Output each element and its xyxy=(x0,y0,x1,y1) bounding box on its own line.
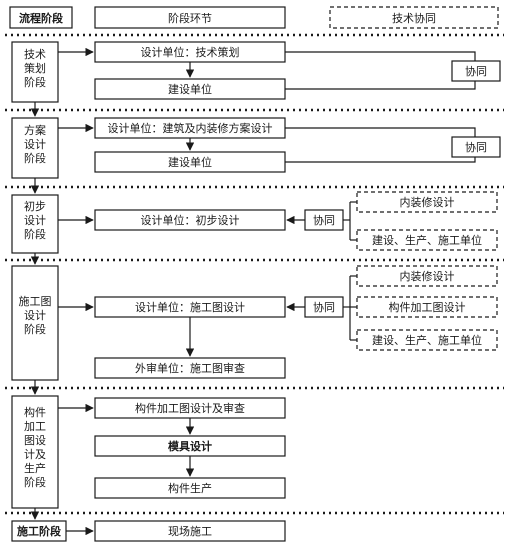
step-label-cd-design: 设计单位：施工图设计 xyxy=(135,300,245,314)
header-stage-box xyxy=(9,6,73,29)
header-step-box xyxy=(94,6,286,29)
collab-box-planning xyxy=(451,60,501,82)
stage-label-construction-drawing: 施工图设计阶段 xyxy=(19,295,52,336)
collab-label-planning: 协同 xyxy=(465,64,487,78)
stage-label-prelim: 初步设计阶段 xyxy=(24,199,46,241)
stage-label-scheme: 方案设计阶段 xyxy=(24,123,46,165)
prelim-parties-label: 建设、生产、施工单位 xyxy=(372,233,482,247)
step-label-scheme-owner: 建设单位 xyxy=(168,155,212,169)
header-collab-label: 技术协同 xyxy=(392,11,436,25)
cd-interior-label: 内装修设计 xyxy=(400,269,455,283)
step-label-cd-review: 外审单位：施工图审查 xyxy=(135,361,245,375)
prelim-interior-label: 内装修设计 xyxy=(400,195,455,209)
step-label-tech-planning: 设计单位：技术策划 xyxy=(141,45,240,59)
step-label-prelim-design: 设计单位：初步设计 xyxy=(141,213,240,227)
stage-label-construction: 施工阶段 xyxy=(17,524,61,538)
header-collab-box xyxy=(329,6,499,29)
stage-separators xyxy=(5,33,504,515)
cd-parties-label: 建设、生产、施工单位 xyxy=(372,333,482,347)
header-stage-label: 流程阶段 xyxy=(19,11,63,25)
step-label-component-production: 构件生产 xyxy=(168,481,212,495)
header-step-label: 阶段环节 xyxy=(168,11,212,25)
step-label-site-construction: 现场施工 xyxy=(168,524,212,538)
stage-label-planning: 技术策划阶段 xyxy=(24,48,46,89)
step-label-mold-design: 模具设计 xyxy=(168,439,212,453)
connectors xyxy=(30,47,476,536)
cd-component-label: 构件加工图设计 xyxy=(389,300,466,314)
collab-label-prelim: 协同 xyxy=(313,213,335,227)
step-label-tech-owner: 建设单位 xyxy=(168,82,212,96)
step-box-cd-review xyxy=(94,357,286,379)
step-box-prelim-design xyxy=(94,209,286,231)
collab-box-scheme xyxy=(451,136,501,158)
stage-label-component: 构件加工图设计及生产阶段 xyxy=(24,405,46,489)
step-label-scheme-design: 设计单位：建筑及内装修方案设计 xyxy=(108,121,273,135)
collab-label-cd: 协同 xyxy=(313,300,335,314)
step-box-site-construction xyxy=(94,520,286,542)
step-label-component-drawing: 构件加工图设计及审查 xyxy=(135,401,245,415)
collab-label-scheme: 协同 xyxy=(465,140,487,154)
step-box-component-production xyxy=(94,477,286,499)
